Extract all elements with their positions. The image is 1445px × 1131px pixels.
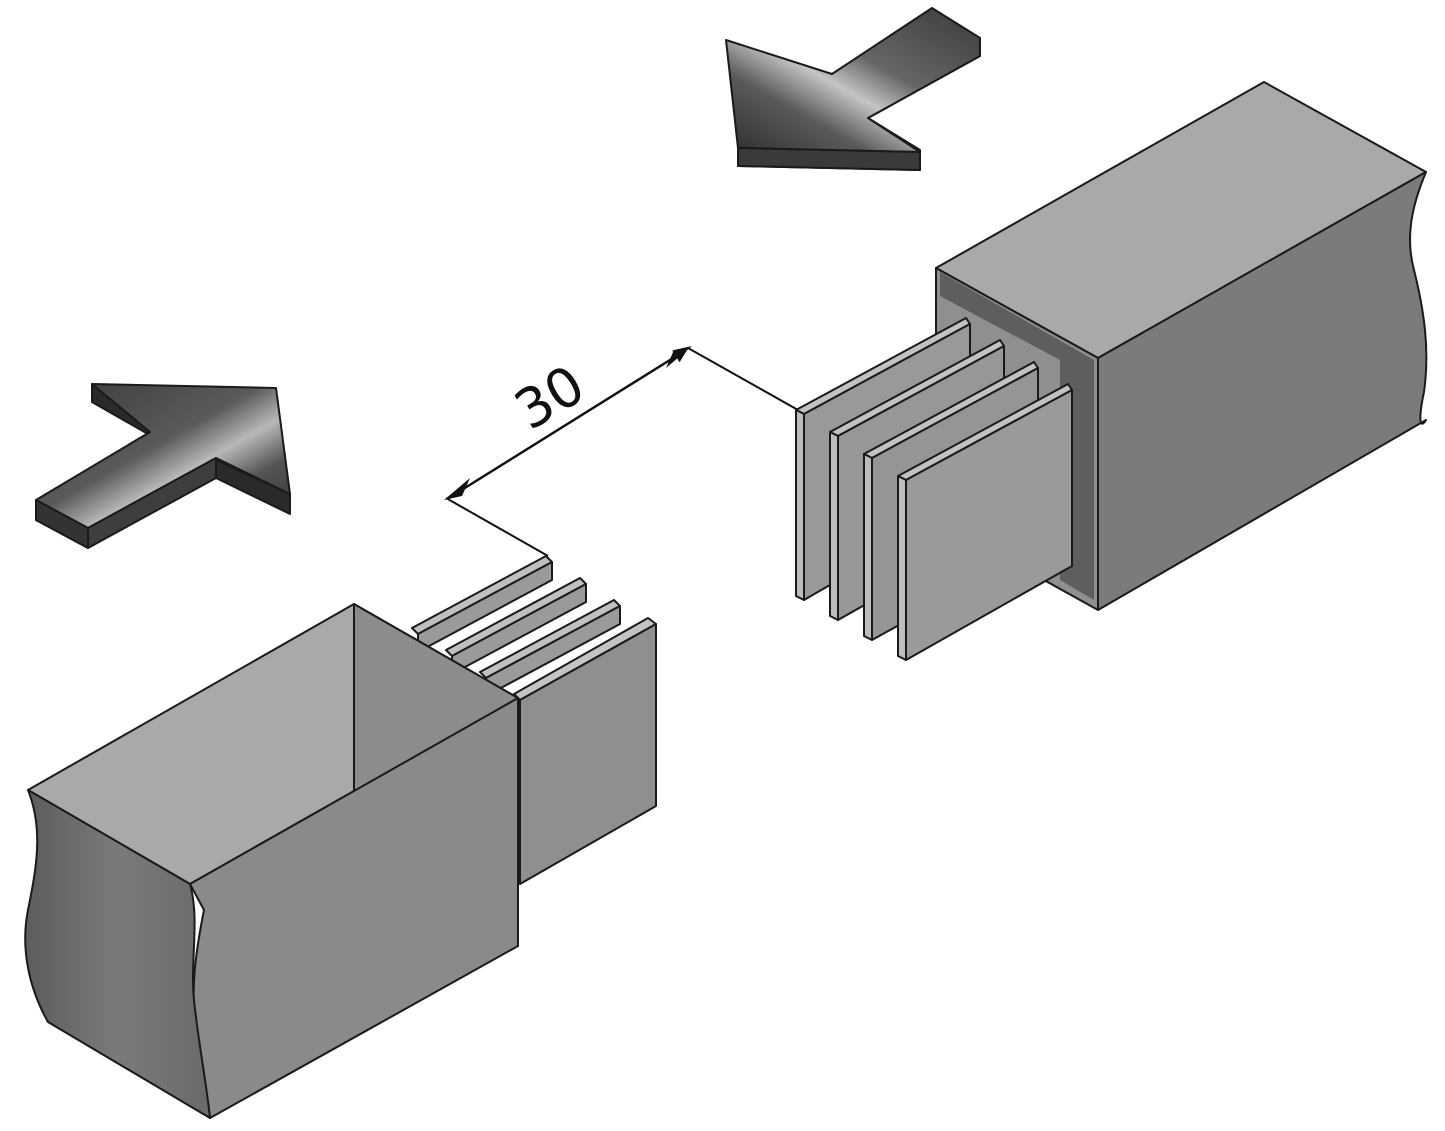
fin (479, 599, 621, 697)
dimension-arrow-line (451, 348, 688, 498)
left-busbar-fins (411, 555, 657, 885)
dimension-label: 30 (504, 353, 595, 442)
fin (445, 577, 587, 675)
dimension-annotation: 30 (444, 346, 799, 557)
extension-line-left (445, 497, 549, 557)
fin (513, 617, 657, 885)
left-busbar-housing (24, 603, 519, 1119)
fin (411, 555, 553, 653)
right-busbar-fins (795, 317, 1073, 661)
fin (897, 383, 1073, 661)
arrow-left-down-icon (725, 7, 981, 171)
extension-line-right (687, 347, 799, 411)
arrow-right-up-icon (35, 383, 291, 549)
